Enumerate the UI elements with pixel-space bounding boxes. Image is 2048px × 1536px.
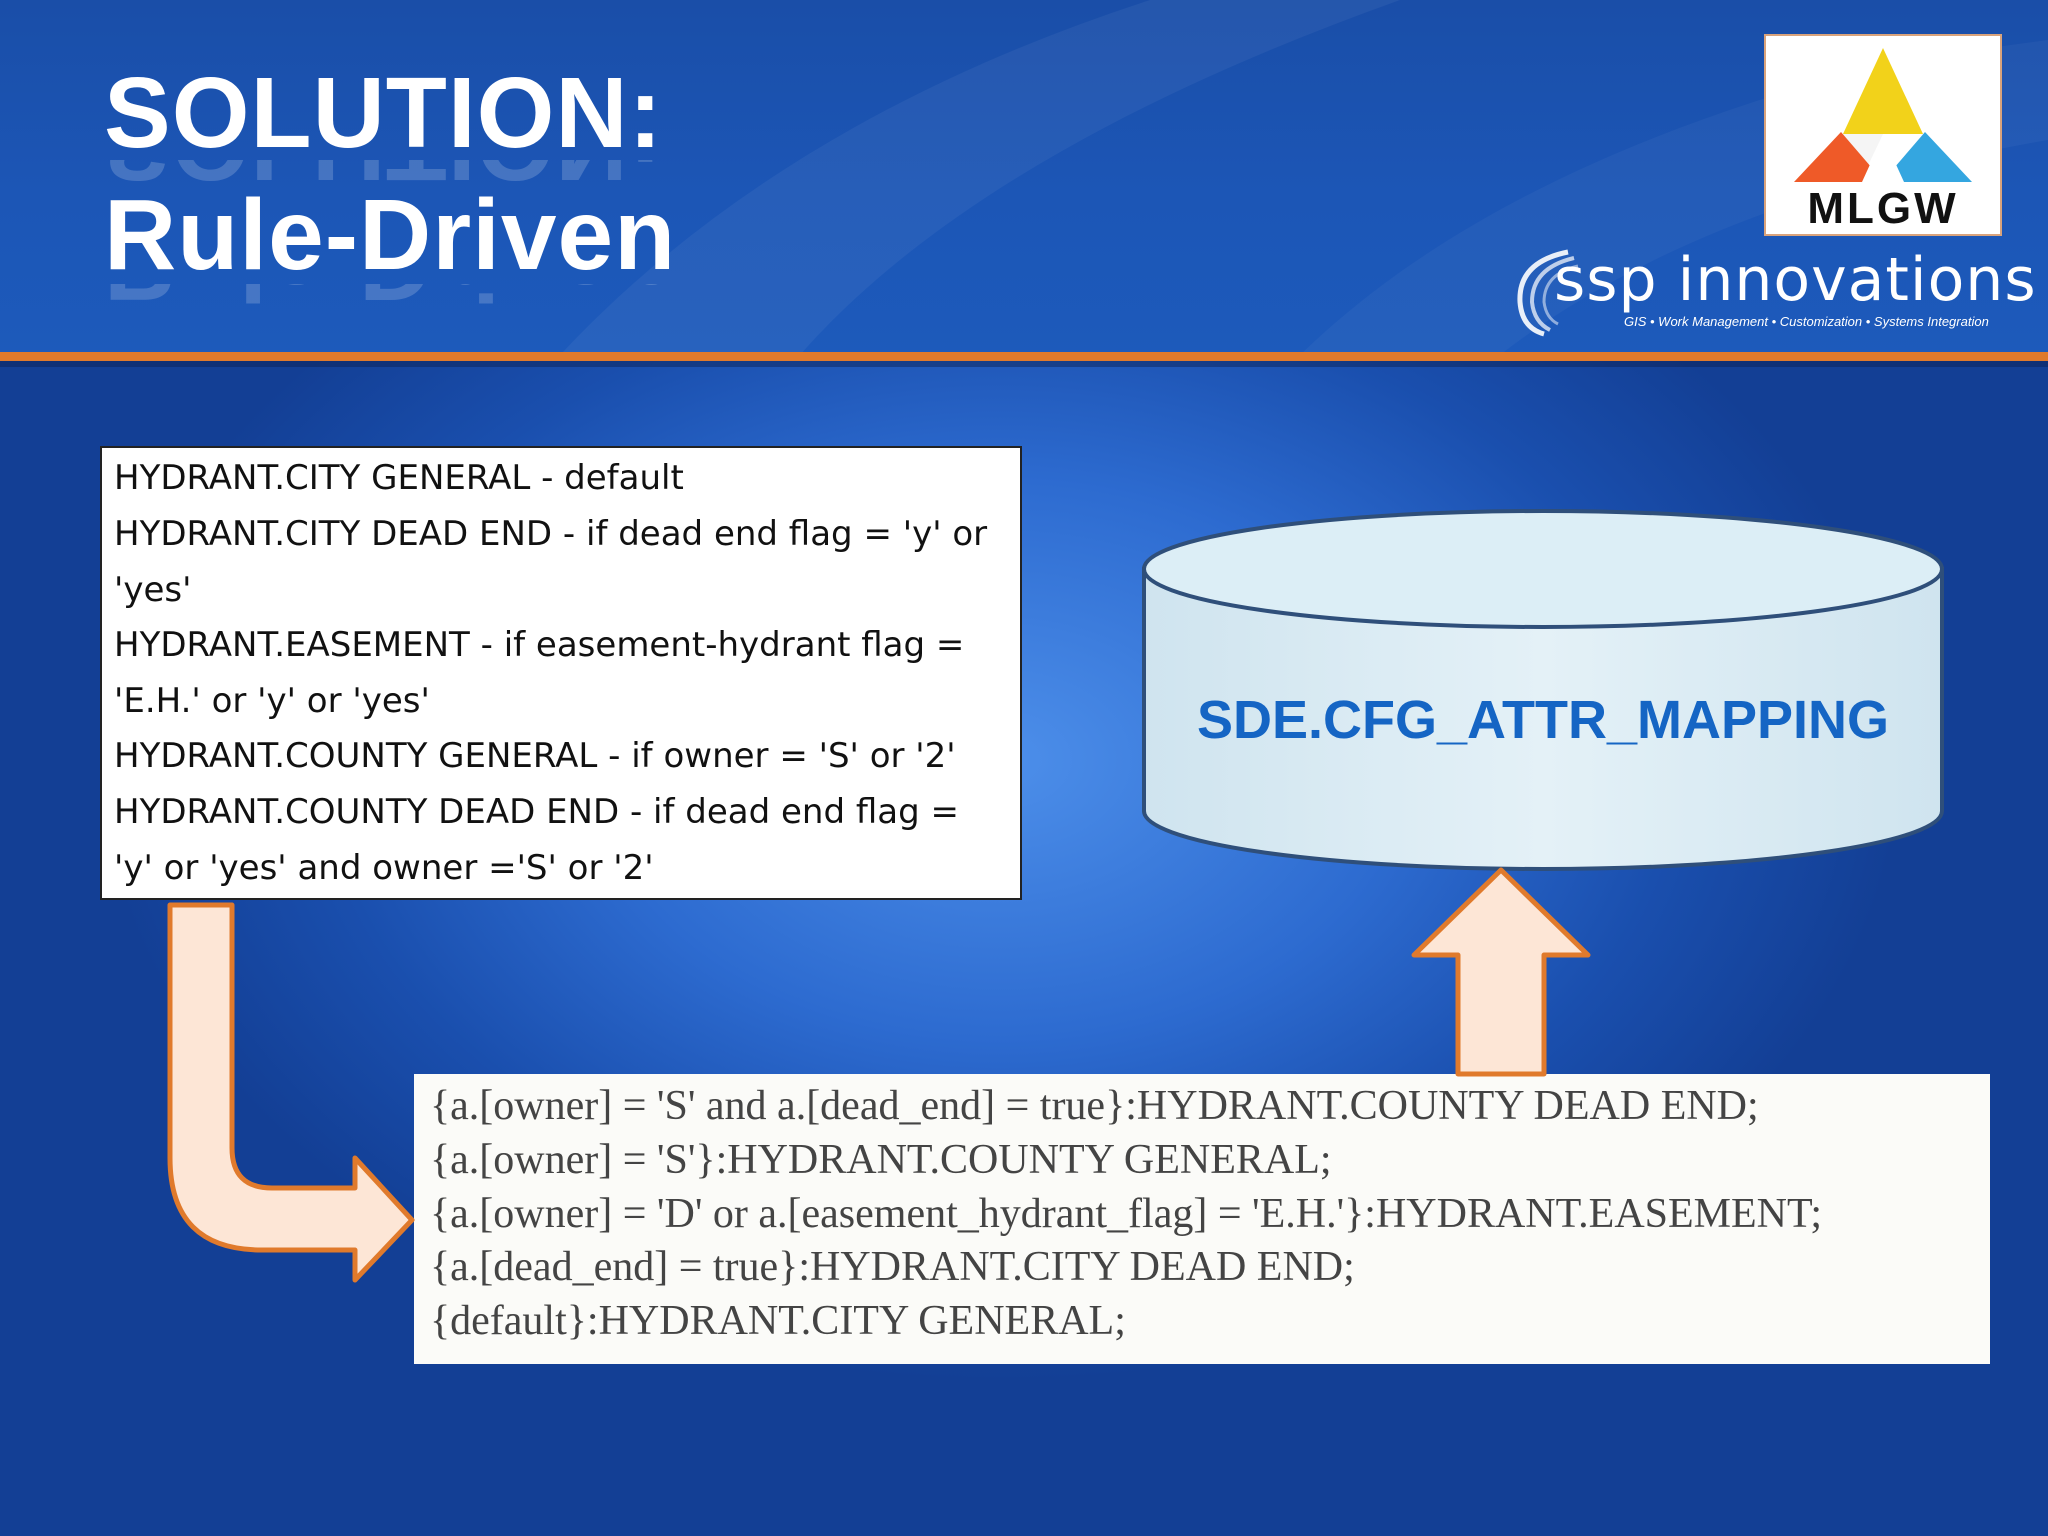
code-line: {a.[owner] = 'D' or a.[easement_hydrant_… [430,1191,1823,1237]
database-label: SDE.CFG_ATTR_MAPPING [1196,690,1890,750]
code-line: {a.[owner] = 'S' and a.[dead_end] = true… [430,1083,1759,1129]
mlgw-logo-text: MLGW [1807,184,1959,233]
database-cylinder-icon [1142,509,1944,871]
rule-line: HYDRANT.CITY DEAD END - if dead end flag… [114,514,988,554]
bent-arrow-icon [167,902,415,1283]
code-line: {default}:HYDRANT.CITY GENERAL; [430,1298,1126,1344]
code-line: {a.[dead_end] = true}:HYDRANT.CITY DEAD … [430,1244,1355,1290]
rules-description-box: HYDRANT.CITY GENERAL - default HYDRANT.C… [100,446,1022,900]
mlgw-logo: MLGW [1764,34,2002,236]
rule-line: HYDRANT.COUNTY DEAD END - if dead end fl… [114,792,959,832]
header-divider-bar [0,352,2048,361]
ssp-swirl-icon [1517,249,1578,337]
rule-line: HYDRANT.EASEMENT - if easement-hydrant f… [114,625,965,665]
rule-line: 'E.H.' or 'y' or 'yes' [114,681,430,721]
ssp-innovations-logo: ssp innovations GIS • Work Management • … [1508,242,2036,338]
rule-line: HYDRANT.CITY GENERAL - default [114,458,684,498]
rule-line: 'y' or 'yes' and owner ='S' or '2' [114,848,654,888]
rule-code-box: {a.[owner] = 'S' and a.[dead_end] = true… [414,1074,1990,1364]
header-band: SOLUTION: SOLUTION: Rule-Driven Rule-Dri… [0,0,2048,355]
rule-line: HYDRANT.COUNTY GENERAL - if owner = 'S' … [114,736,956,776]
ssp-logo-name: ssp innovations [1554,245,2037,315]
code-line: {a.[owner] = 'S'}:HYDRANT.COUNTY GENERAL… [430,1137,1332,1183]
up-arrow-icon [1411,867,1591,1077]
rule-line: 'yes' [114,570,192,610]
ssp-logo-tagline: GIS • Work Management • Customization • … [1624,314,1989,329]
title-line-1: SOLUTION: [104,57,663,169]
title-line-2: Rule-Driven [104,179,677,291]
mlgw-triangles-icon [1794,48,1972,182]
header-divider-shadow [0,361,2048,367]
